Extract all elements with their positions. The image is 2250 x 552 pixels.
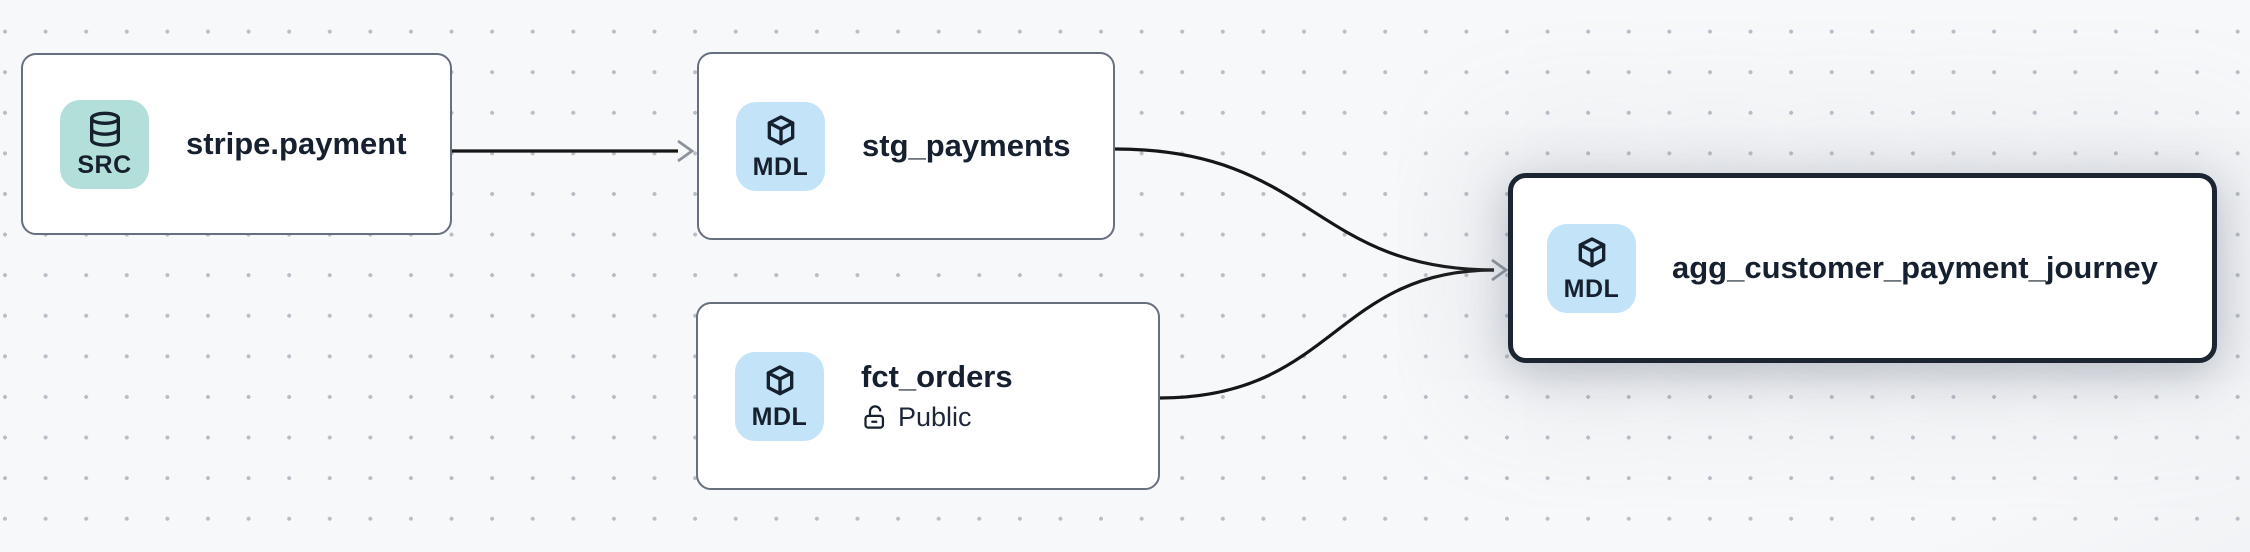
- node-stg-payments[interactable]: MDL stg_payments: [697, 52, 1115, 240]
- node-title: stg_payments: [862, 128, 1071, 164]
- model-badge: MDL: [1547, 223, 1636, 313]
- badge-label: MDL: [752, 153, 809, 181]
- source-badge: SRC: [60, 99, 149, 189]
- badge-label: MDL: [751, 403, 808, 431]
- node-agg-customer-payment-journey[interactable]: MDL agg_customer_payment_journey: [1508, 173, 2217, 363]
- badge-label: MDL: [1563, 275, 1620, 303]
- cube-icon: [1578, 237, 1605, 268]
- arrowhead-chevron-icon: [1491, 258, 1509, 282]
- access-level-label: Public: [898, 401, 972, 432]
- edge-stg-to-agg[interactable]: [1114, 147, 1495, 272]
- lock-open-icon: [864, 405, 885, 429]
- cube-icon: [766, 365, 793, 396]
- arrowhead-chevron-icon: [677, 139, 695, 163]
- badge-label: SRC: [77, 151, 132, 179]
- node-title: fct_orders: [861, 359, 1013, 395]
- model-badge: MDL: [735, 351, 824, 441]
- model-badge: MDL: [736, 101, 825, 191]
- database-icon: [89, 111, 120, 147]
- node-title: stripe.payment: [186, 126, 407, 162]
- cube-icon: [767, 115, 794, 146]
- node-fct-orders[interactable]: MDL fct_orders Public: [696, 302, 1160, 490]
- node-stripe-payment[interactable]: SRC stripe.payment: [21, 53, 452, 235]
- edge-fct-to-agg[interactable]: [1159, 268, 1495, 400]
- node-title: agg_customer_payment_journey: [1672, 250, 2158, 286]
- access-level-row: Public: [861, 402, 1013, 433]
